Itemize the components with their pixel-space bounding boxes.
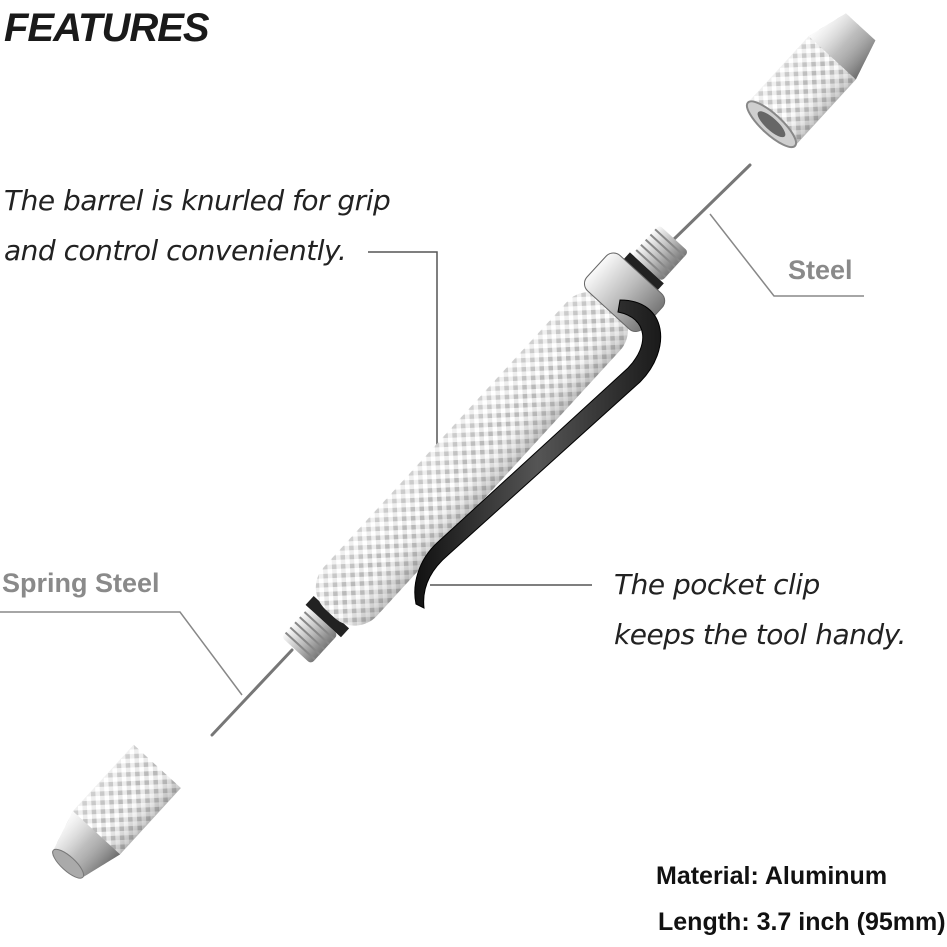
barrel-callout-line-2: and control conveniently.	[4, 234, 347, 267]
spring-steel-tag: Spring Steel	[2, 568, 160, 598]
bottom-spring-steel-needle	[210, 648, 294, 737]
barrel-leader-line	[368, 251, 438, 450]
top-threaded-chuck	[621, 226, 687, 293]
top-cap	[745, 13, 876, 149]
clip-callout-line-2: keeps the tool handy.	[614, 618, 906, 651]
material-spec: Material: Aluminum	[656, 862, 888, 890]
knurled-barrel	[315, 292, 628, 626]
spring-steel-leader-line	[0, 611, 243, 696]
bottom-threaded-chuck	[283, 595, 350, 663]
steel-leader-line	[709, 213, 864, 297]
page-title: FEATURES	[4, 6, 210, 50]
length-spec: Length: 3.7 inch (95mm)	[658, 908, 946, 936]
barrel-callout: The barrel is knurled for grip and contr…	[4, 176, 391, 276]
bottom-cap	[52, 744, 181, 879]
pocket-clip	[414, 299, 662, 609]
top-steel-needle	[668, 163, 752, 245]
steel-tag: Steel	[788, 255, 853, 285]
clip-callout: The pocket clip keeps the tool handy.	[614, 560, 906, 660]
clip-callout-line-1: The pocket clip	[614, 568, 820, 601]
barrel-callout-line-1: The barrel is knurled for grip	[4, 184, 391, 217]
